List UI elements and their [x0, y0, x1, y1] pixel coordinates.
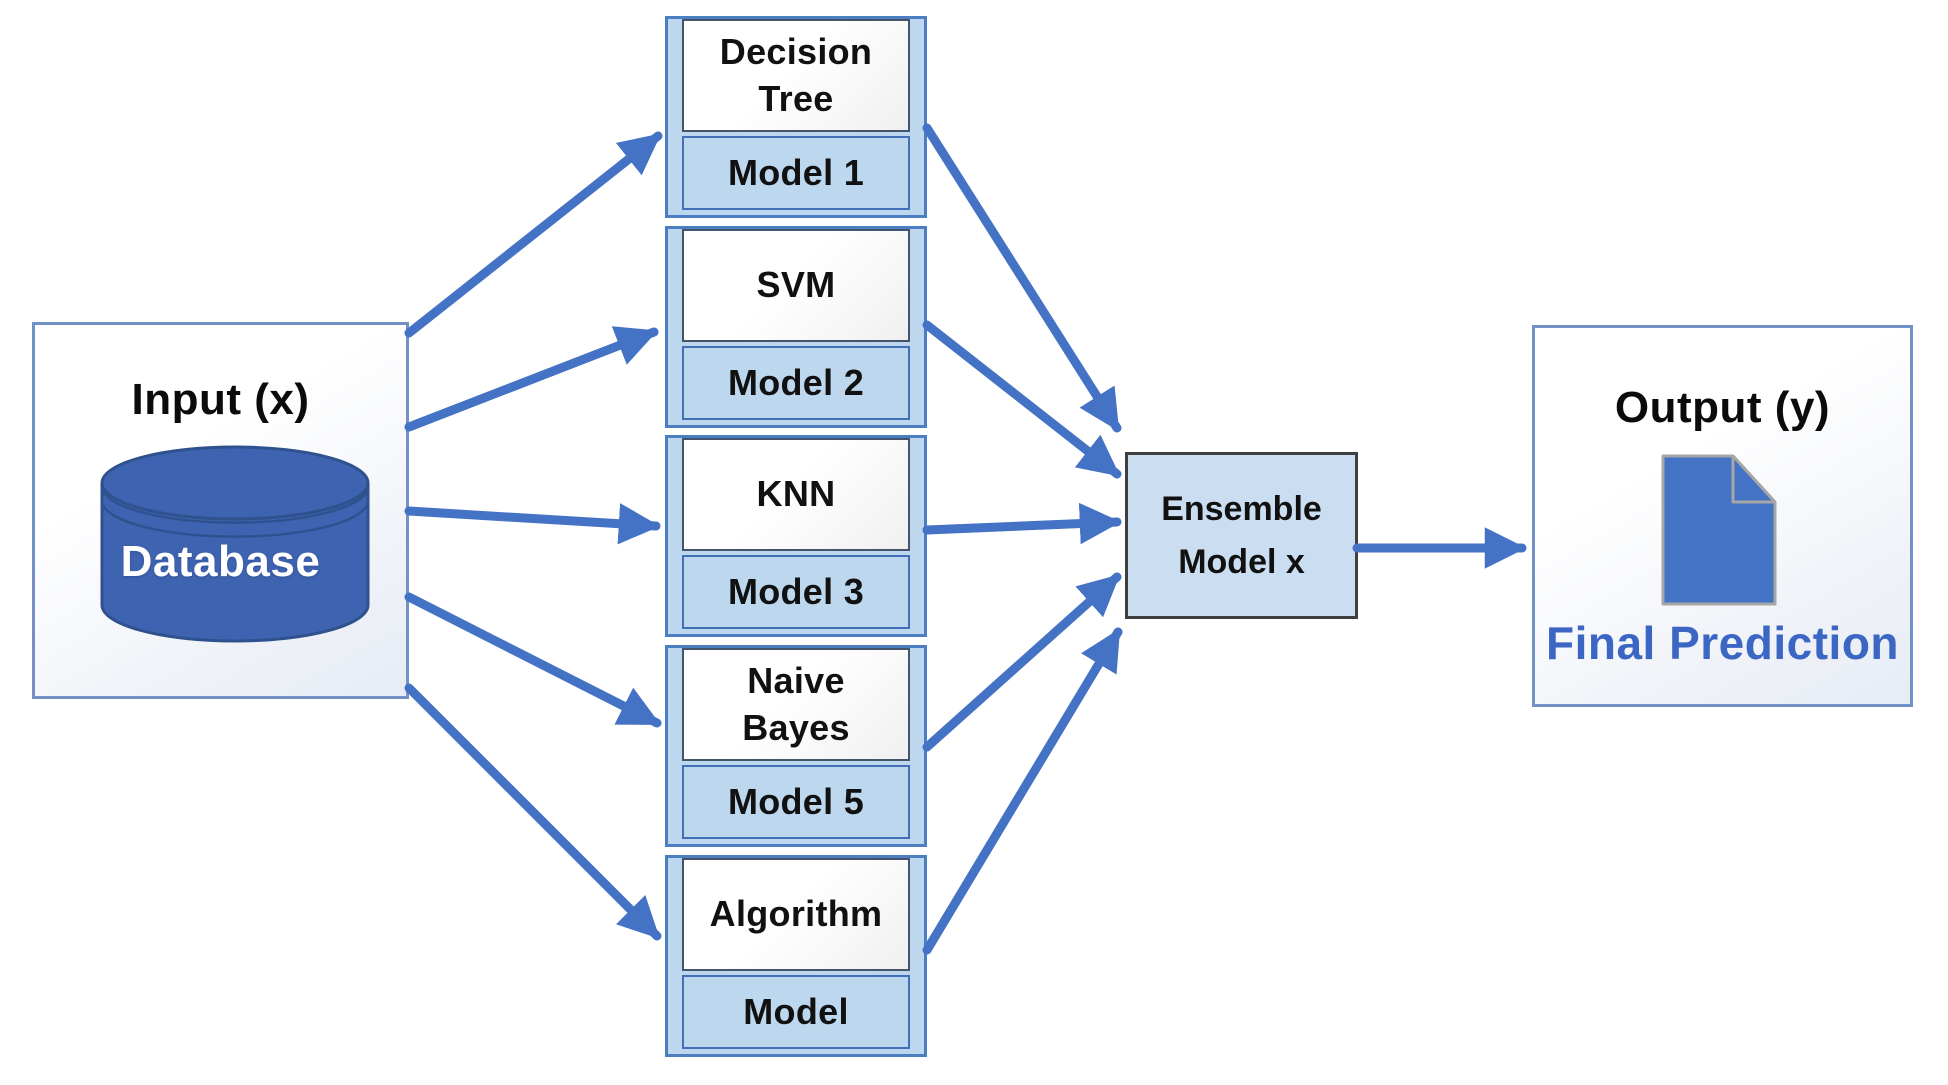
- arrow-input-to-algorithm: [404, 683, 662, 941]
- arrow-naive-bayes-to-ensemble: [922, 572, 1122, 752]
- model-group-algorithm: Algorithm Model: [665, 855, 927, 1057]
- model-bar: Model 1: [682, 136, 910, 210]
- model-group-decision-tree: Decision Tree Model 1: [665, 16, 927, 218]
- arrow-input-to-svm: [404, 326, 659, 432]
- arrow-svm-to-ensemble: [922, 320, 1122, 479]
- arrow-decision-tree-to-ensemble: [922, 123, 1122, 433]
- database-cylinder-icon: [100, 445, 370, 643]
- arrow-input-to-decision-tree: [404, 131, 663, 338]
- final-prediction-label: Final Prediction: [1545, 617, 1900, 669]
- arrow-knn-to-ensemble: [922, 502, 1122, 545]
- model-bar: Model 2: [682, 346, 910, 420]
- model-title: Algorithm: [682, 858, 910, 971]
- model-title: Decision Tree: [682, 19, 910, 132]
- model-group-svm: SVM Model 2: [665, 226, 927, 428]
- model-title: SVM: [682, 229, 910, 342]
- model-group-knn: KNN Model 3: [665, 435, 927, 637]
- model-bar: Model 3: [682, 555, 910, 629]
- model-group-naive-bayes: Naive Bayes Model 5: [665, 645, 927, 847]
- arrow-algorithm-to-ensemble: [922, 627, 1123, 955]
- input-box: Input (x) Database: [32, 322, 409, 699]
- ensemble-label: Ensemble Model x: [1161, 489, 1322, 581]
- arrow-input-to-knn: [404, 503, 661, 545]
- model-bar: Model 5: [682, 765, 910, 839]
- model-bar: Model: [682, 975, 910, 1049]
- ensemble-model-box: Ensemble Model x: [1125, 452, 1358, 619]
- output-title: Output (y): [1614, 383, 1831, 432]
- model-title: KNN: [682, 438, 910, 551]
- output-box: Output (y) Final Prediction: [1532, 325, 1913, 707]
- database-label: Database: [120, 537, 321, 586]
- input-title: Input (x): [131, 375, 310, 424]
- model-title: Naive Bayes: [682, 648, 910, 761]
- arrow-input-to-naive-bayes: [404, 592, 662, 728]
- document-icon: [1661, 454, 1777, 606]
